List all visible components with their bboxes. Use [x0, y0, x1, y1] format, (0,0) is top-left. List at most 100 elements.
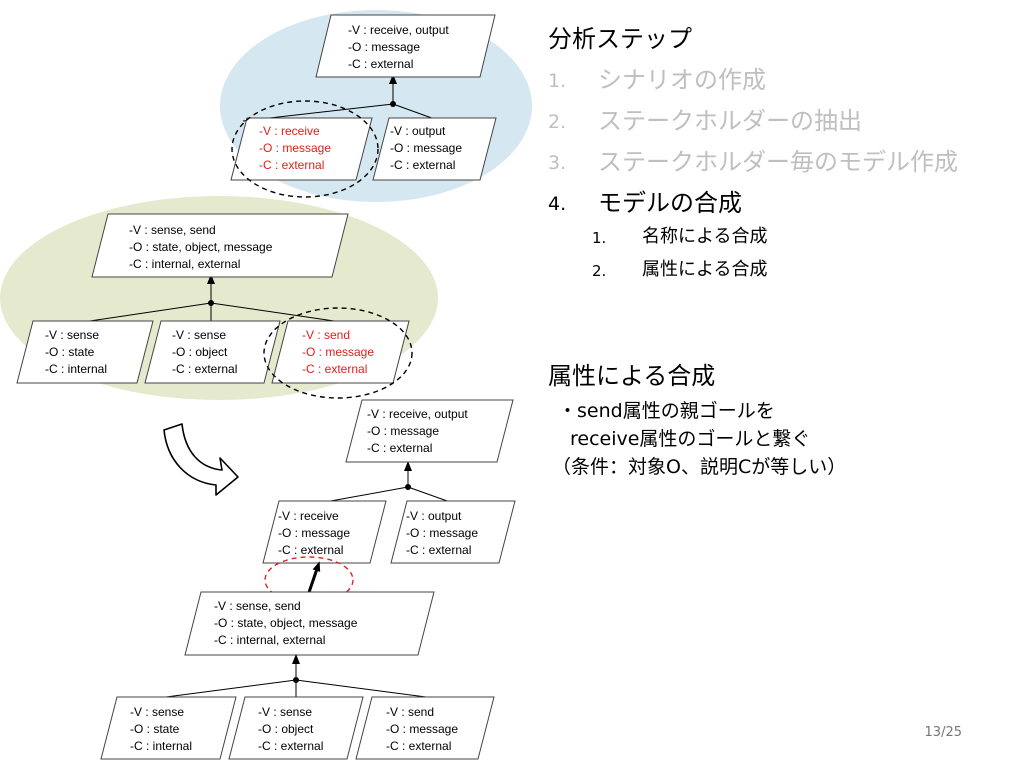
mid-box-sense-state: -V : sense -O : state -C : internal	[16, 320, 154, 384]
box-line: -V : receive	[259, 124, 320, 138]
box-line: -V : send	[386, 705, 434, 719]
result-box-sense-object: -V : sense -O : object -C : external	[228, 696, 364, 760]
substep-item: 2. 属性による合成	[592, 258, 1018, 291]
steps-panel: 分析ステップ 1. シナリオの作成 2. ステークホルダーの抽出 3. ステーク…	[548, 24, 1018, 291]
box-line: -V : receive	[278, 509, 339, 523]
box-line: -O : object	[258, 722, 314, 736]
box-line: -V : sense, send	[214, 599, 301, 613]
step-label: ステークホルダー毎のモデル作成	[598, 148, 958, 176]
box-line: -C : external	[259, 158, 324, 172]
result-top-box: -V : receive, output -O : message -C : e…	[345, 399, 514, 463]
box-line: -O : message	[302, 345, 374, 359]
step-label: シナリオの作成	[598, 66, 766, 94]
dashed-highlight-connection	[264, 556, 354, 604]
box-line: -C : external	[278, 543, 343, 557]
dashed-highlight-send	[263, 307, 413, 399]
box-line: -V : sense	[258, 705, 312, 719]
result-output-box: -V : output -O : message -C : external	[390, 500, 516, 564]
box-line: -V : output	[390, 124, 446, 138]
box-line: -O : message	[386, 722, 458, 736]
step-label: モデルの合成	[598, 189, 742, 217]
mid-box-send: -V : send -O : message -C : external	[271, 320, 410, 384]
box-line: -C : external	[367, 441, 432, 455]
panel-title: 分析ステップ	[548, 25, 692, 53]
result-receive-box: -V : receive -O : message -C : external	[262, 500, 387, 564]
box-line: -C : external	[302, 362, 367, 376]
step-item: 2. ステークホルダーの抽出	[548, 106, 1018, 147]
step-label: ステークホルダーの抽出	[598, 107, 862, 135]
box-line: -V : sense	[130, 705, 184, 719]
step-item-active: 4. モデルの合成	[548, 188, 1018, 225]
box-line: -O : state	[45, 345, 95, 359]
svg-text:-V : send -O : message: -V : send -O : message -C : external	[386, 705, 461, 753]
step-number: 1.	[548, 70, 567, 92]
box-line: -C : external	[348, 57, 413, 71]
top-right-box: -V : output -O : message -C : external	[372, 117, 497, 181]
top-tree-junction	[390, 101, 396, 107]
mid-tree-junction	[208, 300, 214, 306]
substep-number: 1.	[592, 229, 607, 247]
svg-text:-V : sense -O : object: -V : sense -O : object -C : external	[258, 705, 323, 753]
mid-box-sense-object: -V : sense -O : object -C : external	[144, 320, 281, 384]
box-line: -O : state	[130, 722, 180, 736]
result-box-send: -V : send -O : message -C : external	[355, 696, 495, 760]
substep-label: 属性による合成	[642, 259, 768, 280]
result-top-junction	[405, 484, 411, 490]
svg-text:-V : receive -O : messag: -V : receive -O : message -C : external	[278, 509, 353, 557]
svg-text:-V : output -O : message: -V : output -O : message -C : external	[406, 509, 481, 557]
step-number: 4.	[548, 193, 567, 215]
method-panel: 属性による合成 ・send属性の親ゴールを receive属性のゴールと繋ぐ （…	[548, 361, 1018, 481]
result-bottom-junction	[293, 677, 299, 683]
substep-label: 名称による合成	[642, 226, 768, 247]
box-line: -C : external	[390, 158, 455, 172]
box-line: -O : state, object, message	[214, 616, 358, 630]
result-box-sense-state: -V : sense -O : state -C : internal	[100, 696, 237, 760]
step-number: 2.	[548, 111, 567, 133]
box-line: -O : message	[259, 141, 331, 155]
box-line: -O : message	[348, 40, 420, 54]
svg-text:-V : sense, send -O : st: -V : sense, send -O : state, object, mes…	[129, 223, 276, 271]
substep-item: 1. 名称による合成	[592, 225, 1018, 258]
box-line: -O : object	[172, 345, 228, 359]
step-item: 1. シナリオの作成	[548, 65, 1018, 106]
box-line: -C : internal	[45, 362, 107, 376]
box-line: -C : external	[172, 362, 237, 376]
box-line: -V : receive, output	[348, 23, 449, 37]
svg-text:-V : sense -O : object: -V : sense -O : object -C : external	[172, 328, 237, 376]
svg-text:-V : receive, output -O: -V : receive, output -O : message -C : e…	[367, 407, 471, 455]
note-line: （条件：対象O、説明Cが等しい）	[552, 456, 847, 478]
svg-text:-V : send -O : message: -V : send -O : message -C : external	[302, 328, 377, 376]
box-line: -V : send	[302, 328, 350, 342]
curved-arrow-icon	[163, 423, 239, 496]
result-mid-box: -V : sense, send -O : state, object, mes…	[184, 591, 435, 656]
section-title: 属性による合成	[548, 362, 716, 390]
svg-text:-V : sense, send -O : st: -V : sense, send -O : state, object, mes…	[214, 599, 361, 647]
box-line: -V : output	[406, 509, 462, 523]
box-line: -O : message	[278, 526, 350, 540]
box-line: -C : external	[386, 739, 451, 753]
box-line: -C : internal, external	[214, 633, 325, 647]
svg-text:-V : receive -O : messag: -V : receive -O : message -C : external	[259, 124, 334, 172]
box-line: -V : sense	[172, 328, 226, 342]
box-line: -C : external	[406, 543, 471, 557]
box-line: -V : sense, send	[129, 223, 216, 237]
svg-text:-V : receive, output -O: -V : receive, output -O : message -C : e…	[348, 23, 452, 71]
svg-text:-V : sense -O : state: -V : sense -O : state -C : internal	[130, 705, 192, 753]
note-line: receive属性のゴールと繋ぐ	[570, 428, 811, 450]
mid-tree-links	[82, 274, 342, 323]
box-line: -C : external	[258, 739, 323, 753]
result-top-links	[324, 461, 451, 503]
box-line: -O : state, object, message	[129, 240, 273, 254]
mid-parent-box: -V : sense, send -O : state, object, mes…	[91, 213, 349, 278]
step-number: 3.	[548, 152, 567, 174]
top-left-box: -V : receive -O : message -C : external	[230, 117, 373, 181]
page-number: 13/25	[924, 725, 962, 740]
box-line: -O : message	[367, 424, 439, 438]
dashed-highlight-receive	[231, 100, 379, 198]
substep-number: 2.	[592, 262, 607, 280]
svg-text:-V : sense -O : state: -V : sense -O : state -C : internal	[45, 328, 107, 376]
box-line: -C : internal	[130, 739, 192, 753]
box-line: -V : sense	[45, 328, 99, 342]
box-line: -V : receive, output	[367, 407, 468, 421]
